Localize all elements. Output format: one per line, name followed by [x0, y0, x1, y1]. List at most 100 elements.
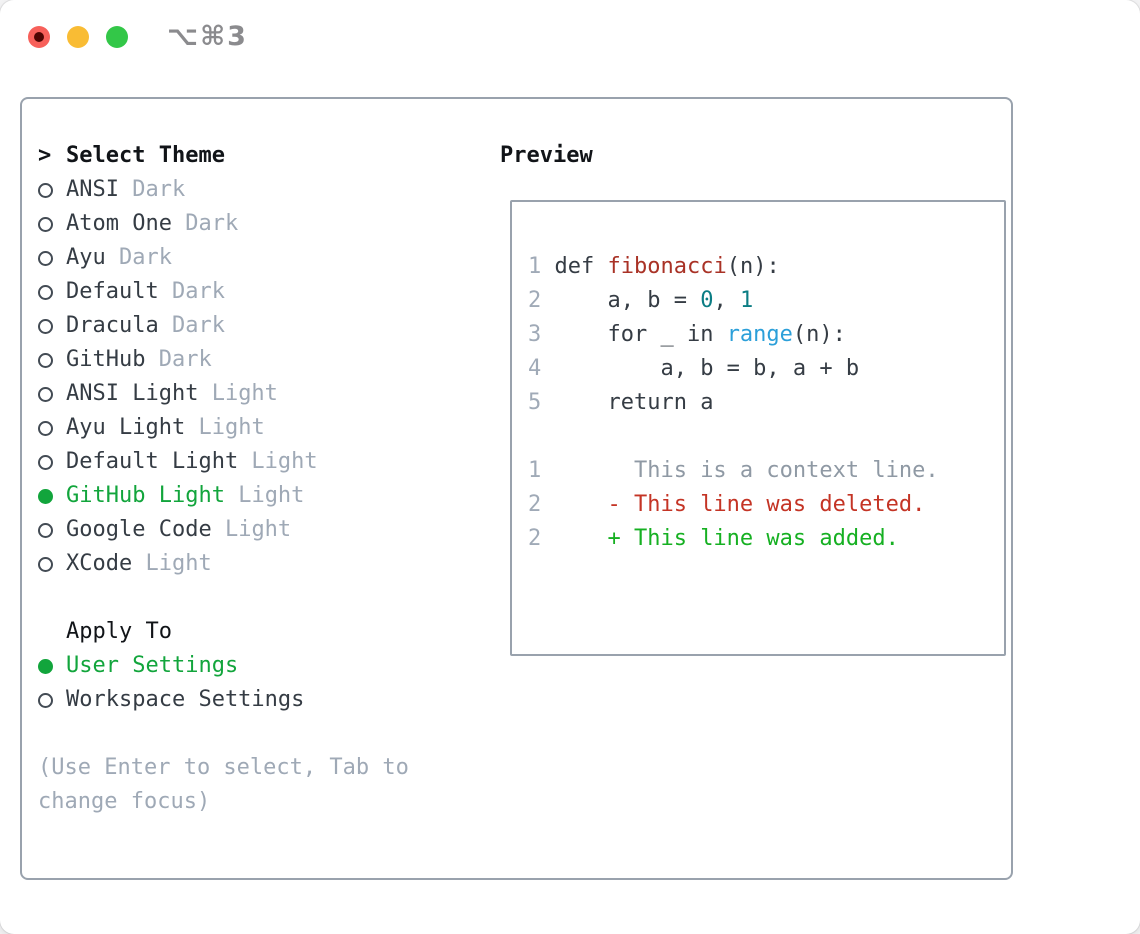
close-button[interactable]	[28, 26, 50, 48]
theme-option-ansi-light[interactable]: ANSI Light Light	[38, 377, 409, 411]
line-number: 1	[528, 458, 542, 483]
code-line: 4 a, b = b, a + b	[528, 352, 1004, 386]
code-segment: a, b = b, a + b	[541, 356, 860, 381]
code-segment: - This line was deleted.	[541, 492, 926, 517]
code-line: 5 return a	[528, 386, 1004, 420]
theme-option-github-light[interactable]: GitHub Light Light	[38, 479, 409, 513]
theme-variant: Light	[185, 415, 265, 440]
theme-option-default-light[interactable]: Default Light Light	[38, 445, 409, 479]
hint-line: change focus)	[38, 789, 211, 814]
radio-icon	[38, 309, 66, 343]
hint-line: (Use Enter to select, Tab to	[38, 755, 409, 780]
preview-header: Preview	[500, 143, 593, 168]
theme-option-google-code[interactable]: Google Code Light	[38, 513, 409, 547]
code-line: 2 - This line was deleted.	[528, 488, 1004, 522]
theme-name: XCode	[66, 551, 133, 576]
code-line: 1 def fibonacci(n):	[528, 250, 1004, 284]
theme-name: Ayu Light	[66, 415, 186, 440]
code-segment: 1	[739, 288, 754, 313]
theme-variant: Dark	[118, 177, 186, 202]
theme-option-ayu[interactable]: Ayu Dark	[38, 241, 409, 275]
line-number: 2	[528, 288, 542, 313]
apply-option-user-settings[interactable]: User Settings	[38, 649, 409, 683]
select-theme-header: > Select Theme	[38, 139, 409, 173]
apply-to-header-label: Apply To	[66, 619, 172, 644]
line-number: 4	[528, 356, 542, 381]
radio-icon	[38, 445, 66, 479]
selected-radio-icon	[38, 649, 66, 683]
theme-option-ansi[interactable]: ANSI Dark	[38, 173, 409, 207]
theme-variant: Light	[224, 483, 305, 508]
theme-name: GitHub Light	[66, 483, 225, 508]
radio-icon	[38, 683, 66, 717]
apply-to-header: Apply To	[38, 615, 409, 649]
apply-option-label: User Settings	[66, 653, 239, 678]
code-segment: + This line was added.	[541, 526, 899, 551]
focus-marker: >	[38, 143, 52, 168]
radio-icon	[38, 207, 66, 241]
theme-variant: Dark	[145, 347, 212, 372]
theme-name: Default Light	[66, 449, 239, 474]
zoom-button[interactable]	[106, 26, 128, 48]
selected-radio-icon	[38, 479, 66, 513]
select-theme-header-label: Select Theme	[66, 143, 225, 168]
code-segment: range	[726, 322, 793, 347]
radio-icon	[38, 275, 66, 309]
theme-option-github[interactable]: GitHub Dark	[38, 343, 409, 377]
code-segment: fibonacci	[607, 254, 727, 279]
code-segment: This is a context line.	[541, 458, 939, 483]
theme-option-dracula[interactable]: Dracula Dark	[38, 309, 409, 343]
theme-name: GitHub	[66, 347, 146, 372]
apply-option-workspace-settings[interactable]: Workspace Settings	[38, 683, 409, 717]
line-number: 2	[528, 526, 542, 551]
code-segment: def	[541, 254, 608, 279]
code-line: 2 + This line was added.	[528, 522, 1004, 556]
theme-name: ANSI	[66, 177, 119, 202]
minimize-button[interactable]	[67, 26, 89, 48]
code-line	[528, 420, 1004, 454]
radio-icon	[38, 513, 66, 547]
theme-variant: Light	[198, 381, 278, 406]
theme-name: Dracula	[66, 313, 159, 338]
code-segment: return a	[541, 390, 714, 415]
radio-icon	[38, 547, 66, 581]
theme-name: Google Code	[66, 517, 212, 542]
code-segment: for _ in	[541, 322, 727, 347]
theme-name: Atom One	[66, 211, 172, 236]
theme-option-xcode[interactable]: XCode Light	[38, 547, 409, 581]
theme-option-atom-one[interactable]: Atom One Dark	[38, 207, 409, 241]
radio-icon	[38, 343, 66, 377]
line-number: 3	[528, 322, 542, 347]
theme-variant: Light	[211, 517, 292, 542]
theme-option-default[interactable]: Default Dark	[38, 275, 409, 309]
radio-icon	[38, 173, 66, 207]
code-line: 1 This is a context line.	[528, 454, 1004, 488]
line-number: 2	[528, 492, 542, 517]
line-number: 5	[528, 390, 542, 415]
code-segment: (n):	[726, 254, 780, 279]
radio-icon	[38, 377, 66, 411]
theme-variant: Light	[238, 449, 318, 474]
apply-option-label: Workspace Settings	[66, 687, 305, 712]
window-titlebar: ⌥⌘3	[0, 0, 1140, 70]
theme-option-ayu-light[interactable]: Ayu Light Light	[38, 411, 409, 445]
theme-variant: Dark	[158, 279, 225, 304]
code-segment: ,	[713, 288, 740, 313]
theme-name: Default	[66, 279, 159, 304]
window-title: ⌥⌘3	[167, 21, 248, 52]
code-segment: 0	[700, 288, 714, 313]
theme-variant: Dark	[158, 313, 225, 338]
code-line: 2 a, b = 0, 1	[528, 284, 1004, 318]
code-segment: (n):	[792, 322, 846, 347]
code-line: 3 for _ in range(n):	[528, 318, 1004, 352]
radio-icon	[38, 411, 66, 445]
theme-name: ANSI Light	[66, 381, 199, 406]
theme-variant: Light	[132, 551, 212, 576]
